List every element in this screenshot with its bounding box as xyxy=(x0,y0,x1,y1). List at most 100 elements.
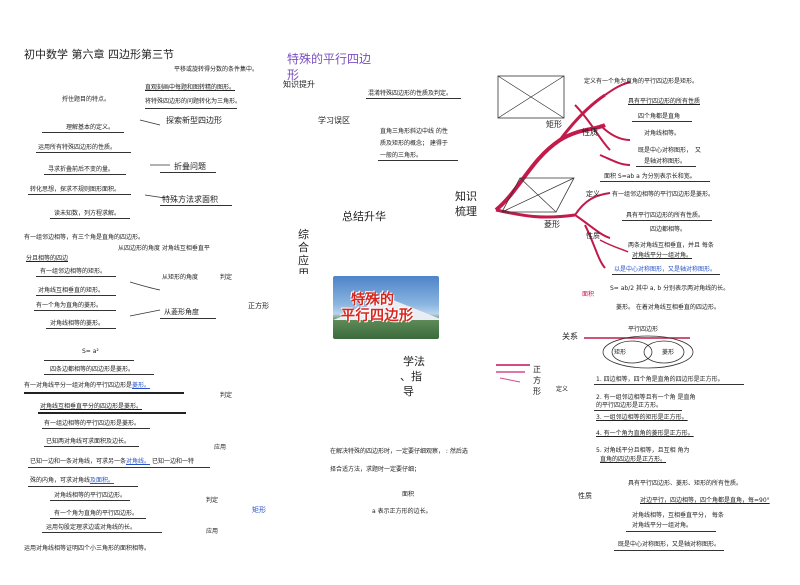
decide-label-2: 判定 xyxy=(220,392,233,399)
decide-label-1: 判定 xyxy=(220,274,233,281)
property-label: 性质 xyxy=(582,128,598,137)
divider xyxy=(50,218,130,219)
rect-area: 面积 S=ab a 为分别表示长和宽。 xyxy=(604,173,696,180)
apply-label-1: 应用 xyxy=(214,444,227,451)
divider xyxy=(50,500,130,501)
divider xyxy=(622,220,712,221)
define-label-3: 定义 xyxy=(556,386,569,393)
divider xyxy=(28,467,210,468)
study-zone-label: 学习误区 xyxy=(318,116,350,125)
formula-text: S= a² xyxy=(82,348,99,355)
rhombus-prop-3: 两条对角线互相垂直，并且 每条 xyxy=(628,242,714,249)
divider xyxy=(366,98,461,99)
divider xyxy=(50,518,146,519)
divider xyxy=(42,132,124,133)
left-line-19: 有一对角线平分一组对角的平行四边形是菱形。 xyxy=(24,382,151,389)
square-def-2a: 2. 有一组邻边相等且有一个角 是直角 xyxy=(596,394,696,401)
apply-label-2: 应用 xyxy=(206,528,219,535)
comp-apply-2: 合 xyxy=(298,241,309,254)
divider xyxy=(612,274,720,275)
rhombus-area: S= ab/2 其中 a, b 分别表示两对角线的长。 xyxy=(610,285,730,292)
left-line-10: 从四边形的角度 对角线互相垂直平 xyxy=(118,245,210,252)
method-1: 学法 xyxy=(403,355,425,368)
venn-top-label: 平行四边形 xyxy=(628,326,659,333)
mid-line-7: a 表示正方形的边长。 xyxy=(372,508,432,515)
square-def-1: 1. 四边相等，四个角是直角的四边形是正方形。 xyxy=(596,376,724,383)
left-line-11: 分且相等的四边 xyxy=(26,255,69,262)
square-def-4: 4. 有一个角为直角的菱形是正方形。 xyxy=(596,430,694,437)
rect-prop-5: 是轴对称图形。 xyxy=(644,158,687,165)
divider xyxy=(38,412,186,414)
divider xyxy=(28,194,131,195)
relation-label: 关系 xyxy=(562,332,578,341)
rhombus-def: 有一组邻边相等的平行四边形是菱形。 xyxy=(612,191,715,198)
left-line-13: 从矩形的角度 xyxy=(162,274,199,281)
square-def-3: 3. 一组邻边相等的矩形是正方形。 xyxy=(596,414,688,421)
divider xyxy=(594,410,682,411)
rect-branch-label: 矩形 xyxy=(546,120,562,129)
divider xyxy=(44,360,134,361)
divider xyxy=(632,121,692,122)
divider xyxy=(626,531,716,532)
divider xyxy=(160,172,216,173)
square-def-5a: 5. 对角线平分且相等，且互相 角为 xyxy=(596,447,690,454)
divider xyxy=(36,276,116,277)
left-line-21: 有一组边相等的平行四边形是菱形。 xyxy=(44,420,141,427)
left-line-2: 捋住题目的特点。 xyxy=(62,96,111,103)
left-line-4: 理解基本的定义。 xyxy=(66,124,115,131)
divider xyxy=(34,310,116,311)
rect-prop-1: 具有平行四边形的所有性质 xyxy=(628,98,701,105)
banner-image: 特殊的 平行四边形 xyxy=(333,276,439,339)
divider xyxy=(24,392,184,394)
mid-line-4: 一般的三角形。 xyxy=(380,152,423,159)
divider xyxy=(378,160,458,161)
mid-line-2: 直角三角形斜边中线 的性 xyxy=(380,128,448,135)
method-3: 导 xyxy=(403,385,414,398)
left-line-12: 有一组邻边相等的矩形。 xyxy=(40,268,107,275)
divider xyxy=(42,428,150,429)
banner-title: 特殊的 平行四边形 xyxy=(341,292,414,324)
square-def-5b: 直角的四边形是正方形。 xyxy=(600,456,667,463)
knowledge-comb-2: 梳理 xyxy=(455,205,477,218)
left-line-26: 有一个角为直角的平行四边形。 xyxy=(54,510,139,517)
divider xyxy=(614,550,724,551)
main-title-line2: 形 xyxy=(287,68,300,82)
rect-prop-2: 四个角都是直角 xyxy=(638,113,681,120)
left-line-16: 从菱形角度 xyxy=(164,308,199,316)
divider xyxy=(36,295,116,296)
left-line-24: 殊的内角，可求对角线及面积。 xyxy=(30,477,115,484)
area-label-2: 面积 xyxy=(582,291,595,298)
left-line-14: 对角线互相垂直的矩形。 xyxy=(38,287,105,294)
left-line-5: 运用所有特殊四边形的性质。 xyxy=(38,144,117,151)
divider xyxy=(42,532,162,533)
divider xyxy=(145,108,237,109)
square-prop-2: 对边平行，四边相等，四个角都是直角，每=90° xyxy=(640,497,770,504)
mid-line-1: 混淆特殊四边形的性质及判定。 xyxy=(368,90,453,97)
chapter-title: 初中数学 第六章 四边形第三节 xyxy=(24,48,174,61)
left-line-3: 将特殊四边形的问题转化为三角形。 xyxy=(145,98,242,105)
square-prop-4: 对角线平分一组对角。 xyxy=(632,522,693,529)
rhombus-prop-4: 对角线平分一组对角。 xyxy=(632,252,693,259)
rect-prop-3: 对角线相等。 xyxy=(644,130,681,137)
rect-prop-4: 既是中心对称图形， 又 xyxy=(638,147,702,154)
explore-label: 探索新型四边形 xyxy=(166,116,222,125)
mid-line-6: 择合适方法，求题时一定要仔细； xyxy=(330,466,421,473)
divider xyxy=(28,486,138,487)
rhombus-prop-2: 四边都相等。 xyxy=(650,226,687,233)
divider xyxy=(36,152,131,153)
subtitle-line: 平移或旋转得分数的条件集中。 xyxy=(174,66,259,73)
divider xyxy=(44,374,154,375)
comp-apply-3: 应 xyxy=(298,254,309,267)
left-line-9: 有一组邻边相等，有三个角是直角的四边形。 xyxy=(24,234,145,241)
left-line-22: 已知两对角线可求面积及边长。 xyxy=(46,438,131,445)
square-vertical-label: 正方形 xyxy=(533,365,541,396)
comp-apply-1: 综 xyxy=(298,228,309,241)
fold-label: 折叠问题 xyxy=(174,162,206,171)
property-label-3: 性质 xyxy=(578,492,592,500)
left-line-18: 四条边都相等的四边形是菱形。 xyxy=(50,366,135,373)
rhombus-prop-5: 以是中心对称图形，又是轴对称图形。 xyxy=(614,266,717,273)
left-line-23: 已知一边和一条对角线，可求另一条对角线。 已知一边和一特 xyxy=(30,458,194,465)
property-label-2: 性质 xyxy=(586,232,600,240)
divider xyxy=(600,181,710,182)
divider xyxy=(594,384,744,385)
